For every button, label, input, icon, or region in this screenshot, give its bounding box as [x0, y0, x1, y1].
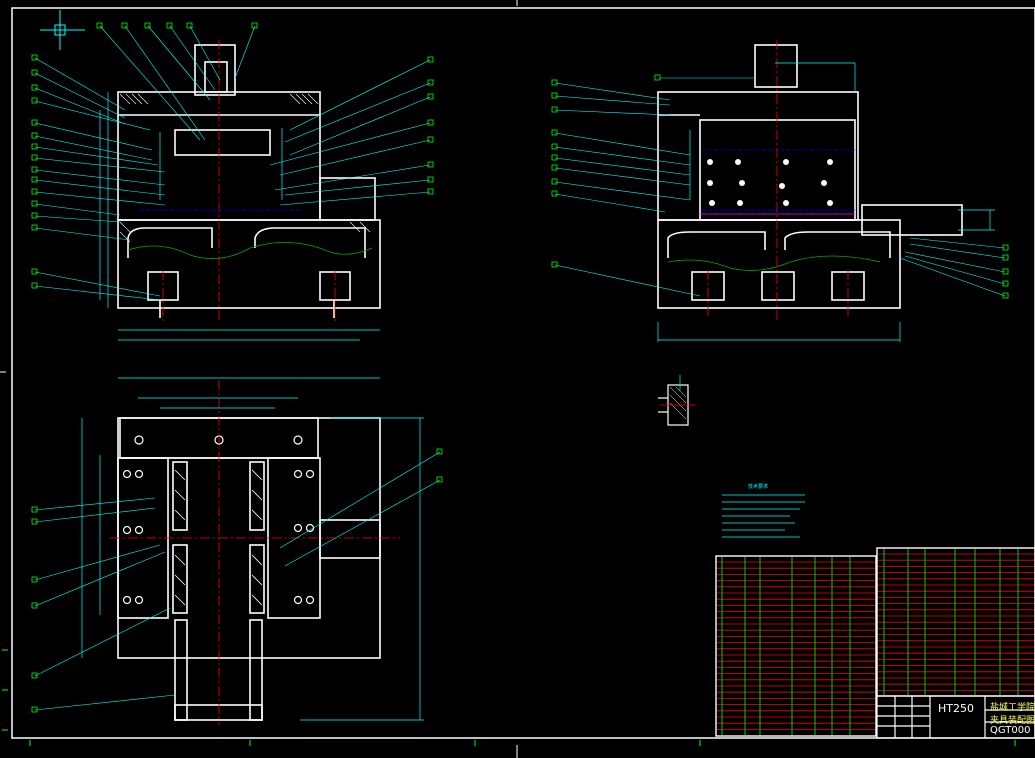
- material-label: HT250: [938, 702, 974, 715]
- front-leaders: [34, 25, 431, 301]
- frame-ticks: [2, 649, 1016, 746]
- detail-view: [658, 375, 695, 426]
- drawing-code: QGT000: [990, 725, 1031, 736]
- technical-notes-title: 技术要求: [748, 484, 769, 490]
- front-dimensions: [99, 92, 380, 341]
- parts-list-left: [715, 555, 877, 737]
- parts-list-right: [876, 547, 1035, 697]
- hatching: [119, 93, 371, 243]
- top-hatch: [174, 469, 263, 606]
- top-dimensions: [81, 377, 424, 721]
- side-view: [551, 40, 1009, 342]
- top-view: [31, 377, 443, 725]
- side-holes: [707, 159, 833, 206]
- side-leaders: [554, 77, 1006, 297]
- side-balloons: [551, 74, 1009, 299]
- drawing-name: 夹具装配图: [990, 716, 1035, 726]
- front-balloons: [31, 22, 434, 289]
- top-balloons: [31, 448, 443, 713]
- front-view: [31, 22, 434, 341]
- top-holes: [122, 435, 315, 605]
- side-dimensions: [657, 62, 995, 342]
- school-name: 盐城工学院: [990, 703, 1035, 713]
- technical-notes-lines: [722, 494, 805, 538]
- top-leaders: [34, 451, 441, 711]
- ucs-crosshair-icon: [40, 10, 85, 50]
- title-block: [876, 695, 1035, 739]
